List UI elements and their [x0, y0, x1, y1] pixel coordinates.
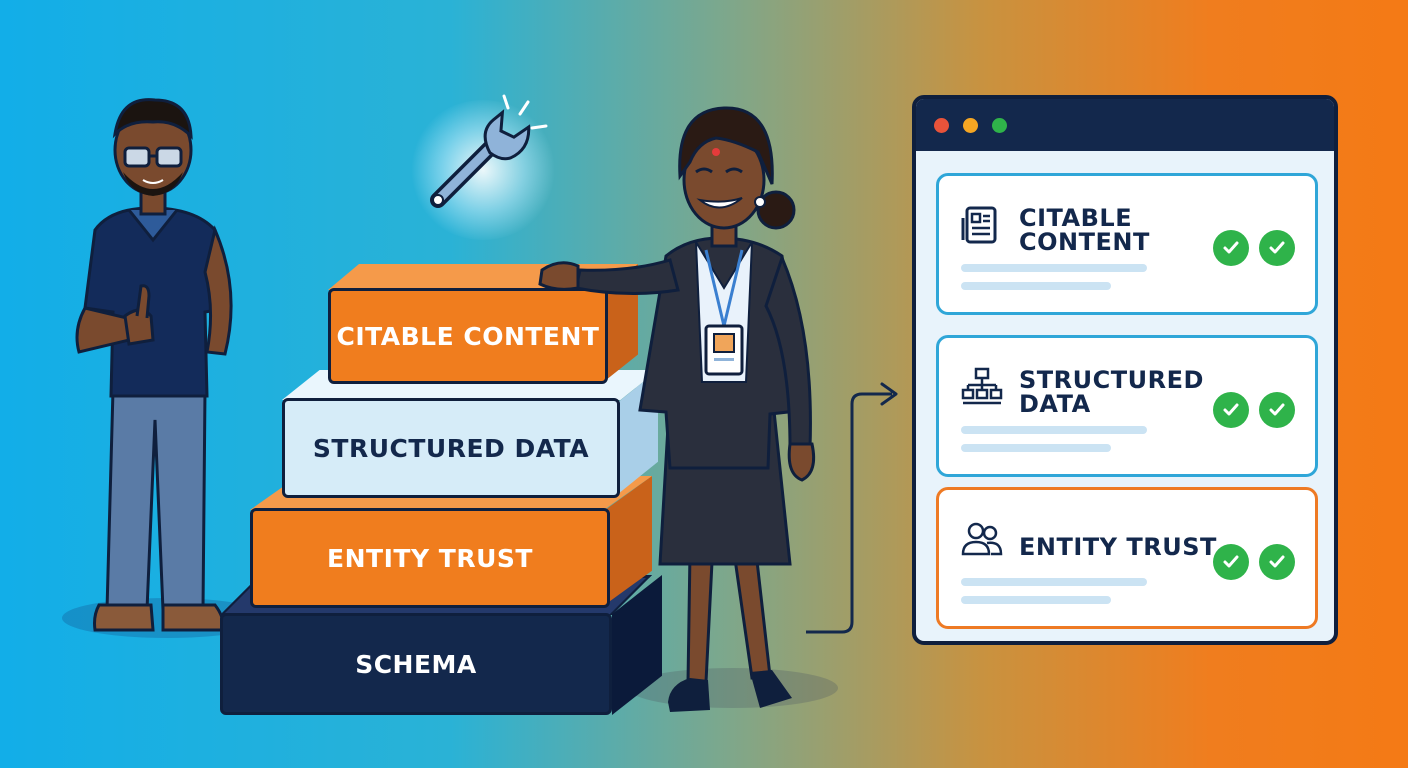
block-front: CITABLE CONTENT	[328, 288, 608, 384]
placeholder-line	[961, 426, 1147, 434]
block-label: STRUCTURED DATA	[312, 433, 590, 463]
document-icon	[961, 206, 997, 244]
check-icon	[1259, 392, 1295, 428]
placeholder-line	[961, 444, 1111, 452]
block-label: SCHEMA	[355, 649, 477, 679]
card-title: ENTITY TRUST	[1019, 533, 1217, 561]
man-illustration	[75, 98, 233, 632]
check-group	[1203, 392, 1295, 428]
card-structured-data: STRUCTURED DATA	[936, 335, 1318, 477]
block-label: ENTITY TRUST	[327, 543, 533, 573]
ground-shadow-right	[628, 668, 838, 708]
card-title: STRUCTURED DATA	[1019, 366, 1204, 418]
check-icon	[1259, 544, 1295, 580]
close-dot	[934, 117, 949, 133]
placeholder-line	[961, 282, 1111, 290]
wrench-glow	[408, 100, 558, 240]
card-entity-trust: ENTITY TRUST	[936, 487, 1318, 629]
block-citable-content: CITABLE CONTENT	[328, 264, 638, 384]
browser-titlebar	[916, 99, 1334, 151]
minimize-dot	[963, 117, 978, 133]
block-front: STRUCTURED DATA	[282, 398, 620, 498]
placeholder-line	[961, 578, 1147, 586]
card-citable-content: CITABLE CONTENT	[936, 173, 1318, 315]
maximize-dot	[992, 117, 1007, 133]
placeholder-line	[961, 596, 1111, 604]
browser-window: CITABLE CONTENT STRUCTURED D	[912, 95, 1338, 645]
check-group	[1203, 230, 1295, 266]
hierarchy-icon	[961, 367, 1003, 405]
woman-illustration	[538, 106, 816, 712]
check-icon	[1213, 392, 1249, 428]
block-front: ENTITY TRUST	[250, 508, 610, 608]
card-title: CITABLE CONTENT	[1019, 204, 1150, 256]
placeholder-line	[961, 264, 1147, 272]
check-group	[1203, 544, 1295, 580]
check-icon	[1213, 544, 1249, 580]
wrench-icon	[430, 94, 548, 208]
check-icon	[1259, 230, 1295, 266]
connector-arrow	[806, 382, 898, 634]
block-schema: SCHEMA	[220, 575, 662, 715]
people-icon	[961, 522, 1003, 556]
block-label: CITABLE CONTENT	[336, 321, 600, 351]
check-icon	[1213, 230, 1249, 266]
block-front: SCHEMA	[220, 613, 612, 715]
